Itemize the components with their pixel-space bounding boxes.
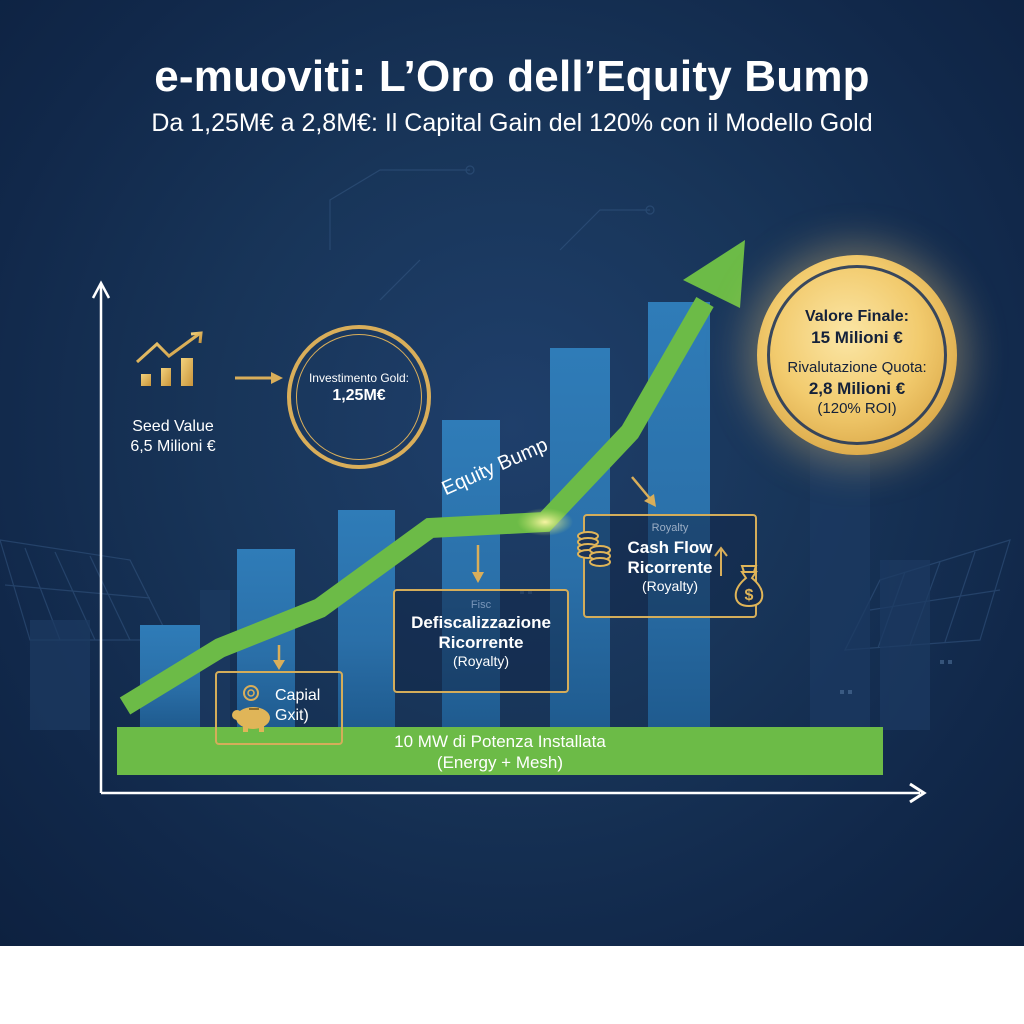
coins-icon <box>577 531 611 567</box>
defiscalizzazione-line3: (Royalty) <box>452 653 509 669</box>
capital-exit-line2: Gxit) <box>275 707 309 724</box>
revaluation-label: Rivalutazione Quota: <box>787 359 927 376</box>
seed-value-block: Seed Value 6,5 Milioni € <box>108 417 238 457</box>
final-value-coin: Valore Finale: 15 Milioni € Rivalutazion… <box>757 255 957 455</box>
revaluation-value: 2,8 Milioni € <box>808 379 906 398</box>
capital-exit-box: Capial Gxit) <box>215 671 343 745</box>
svg-text:$: $ <box>745 587 754 604</box>
cash-flow-box: Royalty Cash Flow Ricorrente (Royalty) <box>583 514 757 618</box>
investment-value: 1,25M€ <box>332 387 386 404</box>
page-title: e-muoviti: L’Oro dell’Equity Bump <box>154 52 870 101</box>
money-bag-icon: $ <box>734 565 764 608</box>
defiscalizzazione-line1: Defiscalizzazione <box>411 613 551 632</box>
page-subtitle: Da 1,25M€ a 2,8M€: Il Capital Gain del 1… <box>151 109 873 137</box>
arrow-down-icon <box>472 545 484 583</box>
infographic-canvas: 10 MW di Potenza Installata (Energy + Me… <box>0 0 1024 946</box>
arrow-right-icon <box>235 372 283 384</box>
cash-flow-line3: (Royalty) <box>641 578 698 594</box>
final-label: Valore Finale: <box>804 308 910 325</box>
arrow-diagonal-icon <box>631 476 656 507</box>
installed-power-band: 10 MW di Potenza Installata (Energy + Me… <box>117 727 883 775</box>
defiscalizzazione-garbled: Fisc <box>470 599 492 611</box>
band-line-2: (Energy + Mesh) <box>436 753 564 772</box>
roi-value: (120% ROI) <box>817 400 897 417</box>
seed-value: 6,5 Milioni € <box>130 438 216 455</box>
chart-axes <box>0 0 1024 946</box>
cash-flow-line1: Cash Flow <box>627 538 713 557</box>
defiscalizzazione-line2: Ricorrente <box>438 633 524 652</box>
final-value: 15 Milioni € <box>811 328 903 347</box>
band-line-1: 10 MW di Potenza Installata <box>394 732 606 751</box>
seed-label: Seed Value <box>132 418 214 435</box>
investment-label: Investimento Gold: <box>308 371 410 385</box>
arrow-up-icon <box>714 546 728 576</box>
investment-gold-coin: Investimento Gold: 1,25M€ <box>287 325 431 469</box>
bar-3 <box>338 510 395 727</box>
capital-exit-line1: Capial <box>275 687 321 704</box>
equity-trend-arrow <box>119 240 745 715</box>
cash-flow-garbled: Royalty <box>651 522 689 534</box>
defiscalizzazione-box: Fisc Defiscalizzazione Ricorrente (Royal… <box>393 589 569 693</box>
bar-chart-growth-icon <box>133 331 209 391</box>
cash-flow-line2: Ricorrente <box>627 558 713 577</box>
piggy-bank-icon <box>232 685 270 732</box>
arrow-down-icon <box>273 645 285 670</box>
